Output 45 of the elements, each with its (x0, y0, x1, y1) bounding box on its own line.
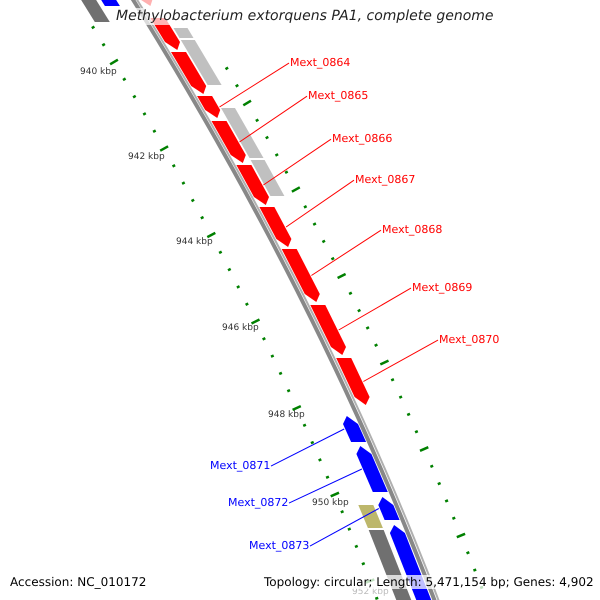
gene-block (171, 52, 206, 94)
leader-line (310, 508, 380, 547)
leader-line (362, 340, 438, 382)
gene-label: Mext_0871 (210, 459, 270, 472)
gene-block (174, 28, 194, 38)
gene-block (180, 40, 222, 85)
leader-line (270, 428, 345, 467)
gene-block (259, 207, 292, 247)
accession-text: Accession: NC_010172 (8, 575, 148, 590)
scale-label: 946 kbp (222, 323, 259, 334)
gene-block (212, 121, 246, 163)
leader-line (288, 468, 362, 504)
gene-block (250, 160, 284, 196)
scale-label: 940 kbp (80, 67, 117, 78)
scale-label: 952 kbp (352, 587, 389, 598)
gene-block (98, 0, 120, 6)
scale-label: 950 kbp (312, 498, 349, 509)
gene-label: Mext_0865 (308, 89, 368, 102)
leader-line (286, 180, 354, 228)
gene-block (378, 497, 400, 520)
gene-block (336, 358, 370, 405)
gene-label: Mext_0868 (382, 223, 442, 236)
gene-label: Mext_0872 (228, 496, 288, 510)
gene-block (358, 505, 383, 528)
scale-label: 942 kbp (128, 152, 165, 163)
gene-block (221, 108, 264, 158)
gene-label: Mext_0869 (412, 281, 472, 294)
gene-block (356, 446, 388, 492)
gene-label: Mext_0866 (332, 132, 392, 146)
gene-block (236, 165, 269, 205)
scale-label: 944 kbp (176, 237, 213, 248)
gene-label: Mext_0870 (439, 333, 500, 346)
gene-block (282, 249, 320, 302)
leader-line (219, 62, 290, 108)
gene-label: Mext_0873 (249, 539, 310, 552)
gene-block (343, 416, 366, 442)
gene-label: Mext_0867 (355, 173, 416, 186)
leader-line (239, 96, 308, 142)
leader-line (338, 288, 412, 330)
scale-label: 948 kbp (268, 410, 305, 421)
leader-line (262, 138, 332, 186)
gene-block (310, 305, 346, 355)
gene-block (197, 96, 220, 118)
gene-label: Mext_0864 (290, 56, 350, 70)
leader-line (310, 230, 382, 276)
